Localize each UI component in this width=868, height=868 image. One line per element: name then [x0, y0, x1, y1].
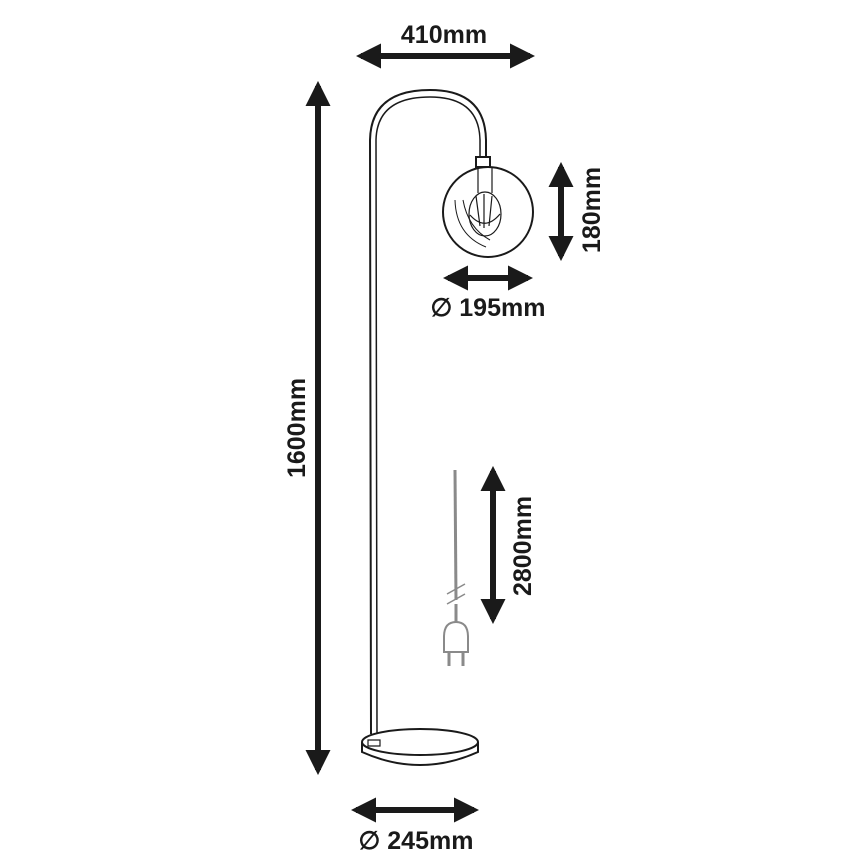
- plug-icon: [443, 620, 469, 666]
- glass-shade: [442, 166, 534, 258]
- lamp-outline: [361, 88, 534, 766]
- lamp-base-joint: [367, 739, 381, 747]
- total-height-label: 1600mm: [283, 378, 311, 478]
- filament-bulb: [468, 168, 502, 237]
- shade-height-label: 180mm: [578, 167, 606, 253]
- power-cable: [446, 469, 466, 622]
- dimension-arrows: [305, 43, 574, 823]
- lamp-socket: [475, 156, 491, 168]
- lamp-pole-inner: [375, 96, 481, 735]
- cable-length-label: 2800mm: [509, 496, 537, 596]
- lamp-base-body: [361, 742, 479, 766]
- arc-width-label: 410mm: [401, 21, 487, 49]
- shade-diameter-label: ∅ 195mm: [431, 294, 546, 322]
- base-diameter-label: ∅ 245mm: [359, 827, 474, 855]
- glass-shade-reflection: [454, 199, 491, 248]
- lamp-pole: [368, 88, 487, 735]
